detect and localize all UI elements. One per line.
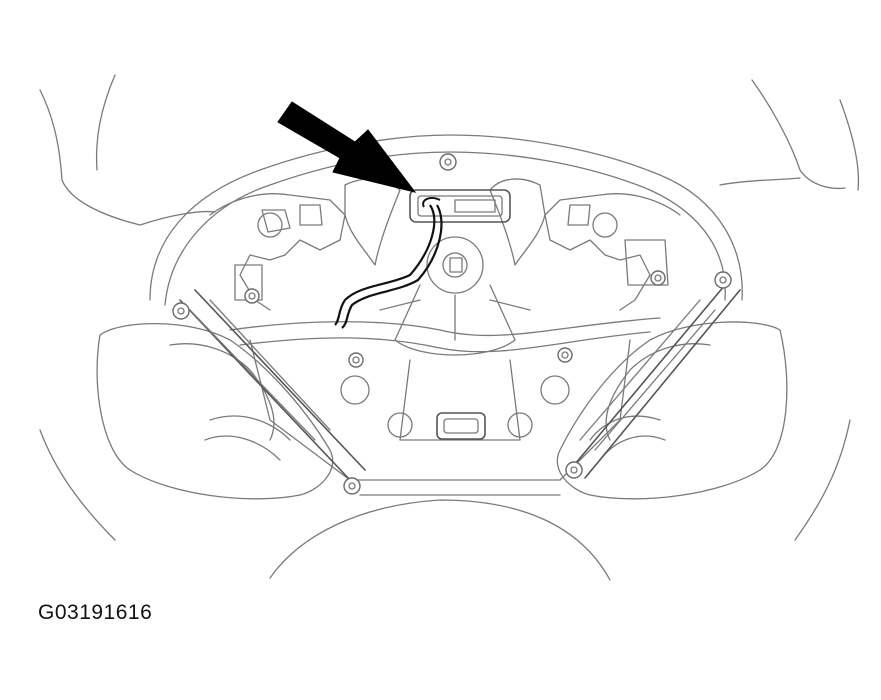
screw-mid-left <box>348 352 364 368</box>
right-inner-structure <box>489 178 681 311</box>
screw-right <box>714 271 732 289</box>
wire-harness <box>334 197 443 329</box>
screw-right-inner <box>650 270 666 286</box>
figure-id-label: G03191616 <box>38 601 153 624</box>
left-button-pad <box>96 289 366 500</box>
screw-left <box>172 302 190 320</box>
connector-housing <box>409 189 511 223</box>
hub-body <box>149 134 743 496</box>
wheel-rim <box>39 74 860 581</box>
screw-left-inner <box>244 288 260 304</box>
screw-bottom-right <box>565 461 583 479</box>
center-hub <box>379 236 531 441</box>
right-button-pad <box>556 284 788 500</box>
pointer-arrow-icon <box>277 101 417 193</box>
lower-cutouts <box>257 212 618 440</box>
screw-top-center <box>439 153 457 171</box>
screw-bottom-left <box>343 477 361 495</box>
screw-mid-right <box>557 347 573 363</box>
